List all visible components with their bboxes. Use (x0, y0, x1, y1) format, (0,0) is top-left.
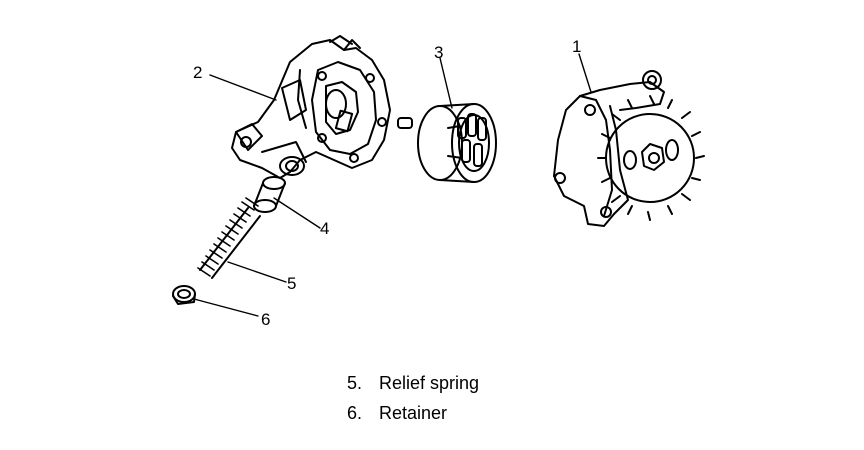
legend-number: 6. (347, 403, 363, 423)
callout-4: 4 (320, 219, 330, 238)
callout-2: 2 (193, 63, 203, 82)
legend-number: 5. (347, 373, 363, 393)
callout-3: 3 (434, 43, 444, 62)
pump-body-sprocket (553, 70, 705, 227)
rotor-assembly (417, 103, 497, 183)
relief-spring (197, 197, 261, 279)
pump-housing-cover (231, 35, 391, 179)
legend-text: Relief spring (379, 373, 480, 393)
leader-line-4 (273, 197, 321, 229)
callout-6: 6 (261, 310, 271, 329)
leader-line-2 (209, 74, 277, 101)
leader-line-1 (578, 53, 592, 93)
legend-text: Retainer (379, 403, 448, 423)
leader-line-6 (193, 298, 259, 317)
legend-item-retainer: 6. Retainer (347, 404, 447, 422)
retainer (172, 285, 196, 305)
relief-valve (253, 176, 286, 213)
leader-line-5 (227, 261, 287, 283)
callout-5: 5 (287, 274, 297, 293)
leader-lines (193, 53, 592, 317)
legend-item-relief-spring: 5. Relief spring (347, 374, 479, 392)
callout-1: 1 (572, 37, 582, 56)
leader-line-3 (439, 57, 453, 109)
dowel-pin (397, 117, 413, 129)
